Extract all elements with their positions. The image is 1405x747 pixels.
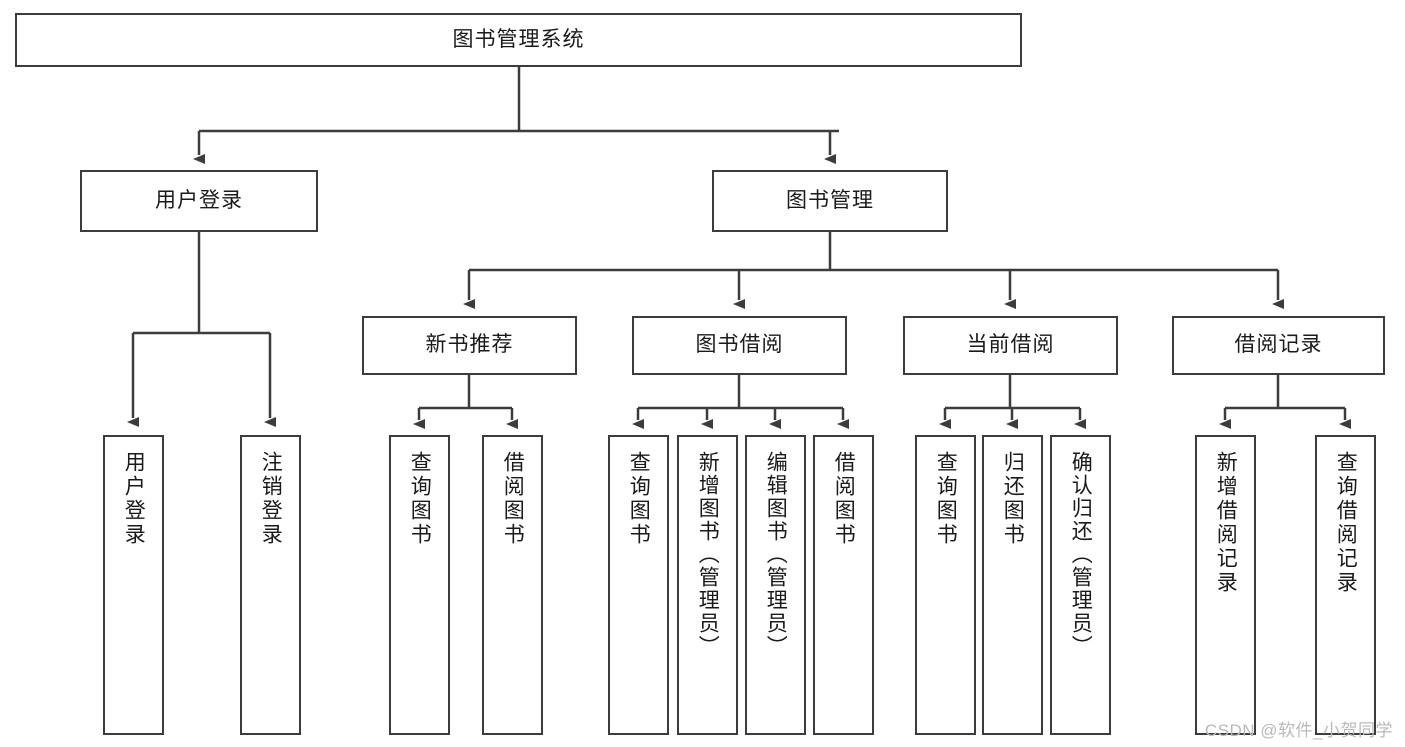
leaf-user-login-login[interactable]: 用户登录 bbox=[103, 435, 164, 735]
node-book-borrow-label: 图书借阅 bbox=[695, 333, 784, 357]
leaf-label: 借阅图书 bbox=[501, 451, 525, 547]
watermark: CSDN @软件_小贺同学 bbox=[1204, 721, 1393, 740]
leaf-borrow-record-add[interactable]: 新增借阅记录 bbox=[1195, 435, 1256, 735]
leaf-label: 借阅图书 bbox=[832, 451, 856, 547]
node-borrow-record[interactable]: 借阅记录 bbox=[1172, 316, 1385, 375]
leaf-borrow-record-query[interactable]: 查询借阅记录 bbox=[1315, 435, 1376, 735]
leaf-label: 查询图书 bbox=[627, 451, 651, 547]
leaf-label: 查询图书 bbox=[408, 451, 432, 547]
leaf-label: 新增借阅记录 bbox=[1214, 451, 1238, 595]
node-book-manage[interactable]: 图书管理 bbox=[712, 170, 948, 232]
leaf-current-borrow-return[interactable]: 归还图书 bbox=[982, 435, 1043, 735]
leaf-book-borrow-add[interactable]: 新增图书（管理员） bbox=[677, 435, 738, 735]
node-book-borrow[interactable]: 图书借阅 bbox=[632, 316, 847, 375]
node-root[interactable]: 图书管理系统 bbox=[15, 13, 1022, 67]
leaf-book-borrow-edit[interactable]: 编辑图书（管理员） bbox=[745, 435, 806, 735]
leaf-label: 查询图书 bbox=[934, 451, 958, 547]
leaf-book-borrow-query[interactable]: 查询图书 bbox=[608, 435, 669, 735]
leaf-label: 注销登录 bbox=[259, 451, 283, 547]
leaf-current-borrow-confirm[interactable]: 确认归还（管理员） bbox=[1050, 435, 1111, 735]
leaf-label: 编辑图书（管理员） bbox=[764, 451, 788, 658]
node-new-book-recommend-label: 新书推荐 bbox=[425, 333, 514, 357]
leaf-current-borrow-query[interactable]: 查询图书 bbox=[915, 435, 976, 735]
leaf-label: 查询借阅记录 bbox=[1334, 451, 1358, 595]
leaf-label: 新增图书（管理员） bbox=[696, 451, 720, 658]
node-root-label: 图书管理系统 bbox=[452, 27, 585, 51]
node-new-book-recommend[interactable]: 新书推荐 bbox=[362, 316, 577, 375]
leaf-user-login-logout[interactable]: 注销登录 bbox=[240, 435, 301, 735]
node-user-login-label: 用户登录 bbox=[155, 188, 243, 212]
leaf-label: 用户登录 bbox=[122, 451, 146, 547]
node-borrow-record-label: 借阅记录 bbox=[1234, 333, 1323, 357]
node-current-borrow[interactable]: 当前借阅 bbox=[903, 316, 1118, 375]
leaf-book-borrow-borrow[interactable]: 借阅图书 bbox=[813, 435, 874, 735]
node-book-manage-label: 图书管理 bbox=[786, 188, 874, 212]
leaf-new-book-query[interactable]: 查询图书 bbox=[389, 435, 450, 735]
leaf-label: 确认归还（管理员） bbox=[1069, 451, 1093, 658]
leaf-label: 归还图书 bbox=[1001, 451, 1025, 547]
node-user-login[interactable]: 用户登录 bbox=[80, 170, 318, 232]
node-current-borrow-label: 当前借阅 bbox=[966, 333, 1055, 357]
leaf-new-book-borrow[interactable]: 借阅图书 bbox=[482, 435, 543, 735]
